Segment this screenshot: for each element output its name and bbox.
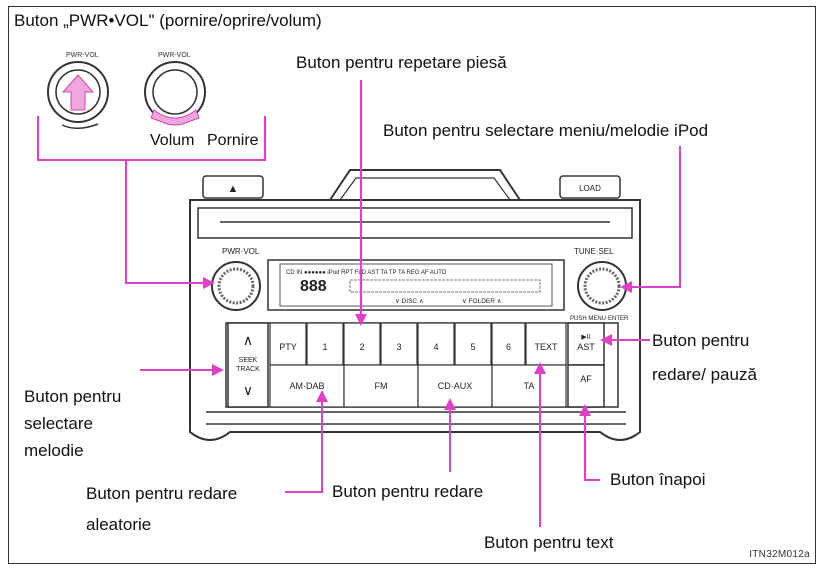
callout-leaders: [37, 80, 681, 527]
af-label: AF: [580, 374, 592, 384]
figure-code: ITN32M012a: [749, 549, 810, 560]
preset-button-7[interactable]: [491, 322, 526, 366]
pwr-vol-knob-turn-illustration: PWR-VOL: [144, 52, 206, 126]
callout-volum: Volum: [150, 132, 195, 149]
band-button-4[interactable]: [491, 364, 567, 408]
callout-random-line2: aleatorie: [86, 515, 152, 534]
af-button[interactable]: [567, 364, 605, 408]
figure-frame: [8, 6, 816, 564]
knob-label-left: PWR-VOL: [66, 52, 99, 59]
callout-repeat: Buton pentru repetare piesă: [296, 53, 507, 72]
seek-label: SEEK: [239, 357, 258, 364]
leader-tune-sel: [630, 146, 681, 288]
load-button-label: LOAD: [579, 184, 601, 193]
band-button-row: AM·DAB FM CD·AUX TA: [269, 364, 567, 408]
callout-play-pause-line1: Buton pentru: [652, 331, 750, 350]
callout-back: Buton înapoi: [610, 470, 706, 489]
eject-button-glyph: ▲: [228, 183, 239, 195]
display-indicators: CD IN ●●●●●● iPod RPT FLD AST TA TP TA R…: [286, 270, 447, 276]
seek-up-glyph: ∧: [243, 332, 253, 348]
preset-button-label: 3: [396, 342, 401, 352]
band-button-label: FM: [375, 381, 388, 391]
callout-tune-sel: Buton pentru selectare meniu/melodie iPo…: [383, 121, 709, 140]
callout-seek-line1: Buton pentru: [24, 387, 122, 406]
preset-button-8[interactable]: [525, 322, 567, 366]
callout-random-line1: Buton pentru redare: [86, 484, 238, 503]
callout-pornire: Pornire: [207, 132, 259, 149]
preset-button-label: PTY: [279, 342, 297, 352]
preset-button-5[interactable]: [417, 322, 455, 366]
preset-button-label: 2: [359, 342, 364, 352]
preset-button-label: 6: [506, 342, 511, 352]
band-button-label: AM·DAB: [289, 381, 324, 391]
leader-back: [584, 415, 600, 481]
preset-button-label: 4: [433, 342, 438, 352]
callout-play: Buton pentru redare: [332, 482, 484, 501]
leader-pwr-vol: [125, 160, 205, 284]
band-button-label: TA: [524, 381, 535, 391]
callout-play-pause-line2: redare/ pauză: [652, 365, 757, 384]
radio-body: ▲ LOAD PWR·VOL TUNE·SEL PUSH MENU·ENTER …: [189, 169, 641, 441]
callout-arrowheads: [203, 277, 632, 416]
leader-random: [285, 400, 323, 493]
band-button-label: CD·AUX: [438, 381, 473, 391]
panel-pwr-vol-label: PWR·VOL: [222, 247, 260, 256]
panel-tune-sel-label: TUNE·SEL: [574, 247, 614, 256]
preset-button-2[interactable]: [306, 322, 344, 366]
seek-track-button[interactable]: [227, 322, 269, 408]
callout-text: Buton pentru text: [484, 533, 614, 552]
ast-play-glyph: ▶II: [581, 334, 590, 341]
ast-label: AST: [577, 342, 595, 352]
preset-button-label: 1: [322, 342, 327, 352]
callout-seek-line2: selectare: [24, 414, 93, 433]
callout-pwr-vol: Buton „PWR•VOL" (pornire/oprire/volum): [14, 11, 322, 30]
pwr-vol-knob-press-illustration: PWR-VOL: [47, 52, 109, 129]
display-folder-label: ∨ FOLDER ∧: [462, 298, 502, 305]
display-disc-label: ∨ DISC ∧: [395, 298, 424, 305]
seek-down-glyph: ∨: [243, 382, 253, 398]
track-label: TRACK: [236, 366, 260, 373]
preset-button-label: TEXT: [534, 342, 558, 352]
push-enter-label: PUSH MENU·ENTER: [570, 316, 629, 322]
preset-button-label: 5: [470, 342, 475, 352]
preset-button-6[interactable]: [454, 322, 492, 366]
display-digits: 888: [300, 278, 327, 295]
band-button-1[interactable]: [269, 364, 345, 408]
band-button-3[interactable]: [417, 364, 493, 408]
knob-label-right: PWR-VOL: [158, 52, 191, 59]
preset-button-row: PTY 1 2 3 4 5 6 TEXT: [269, 322, 567, 366]
callout-seek-line3: melodie: [24, 441, 84, 460]
